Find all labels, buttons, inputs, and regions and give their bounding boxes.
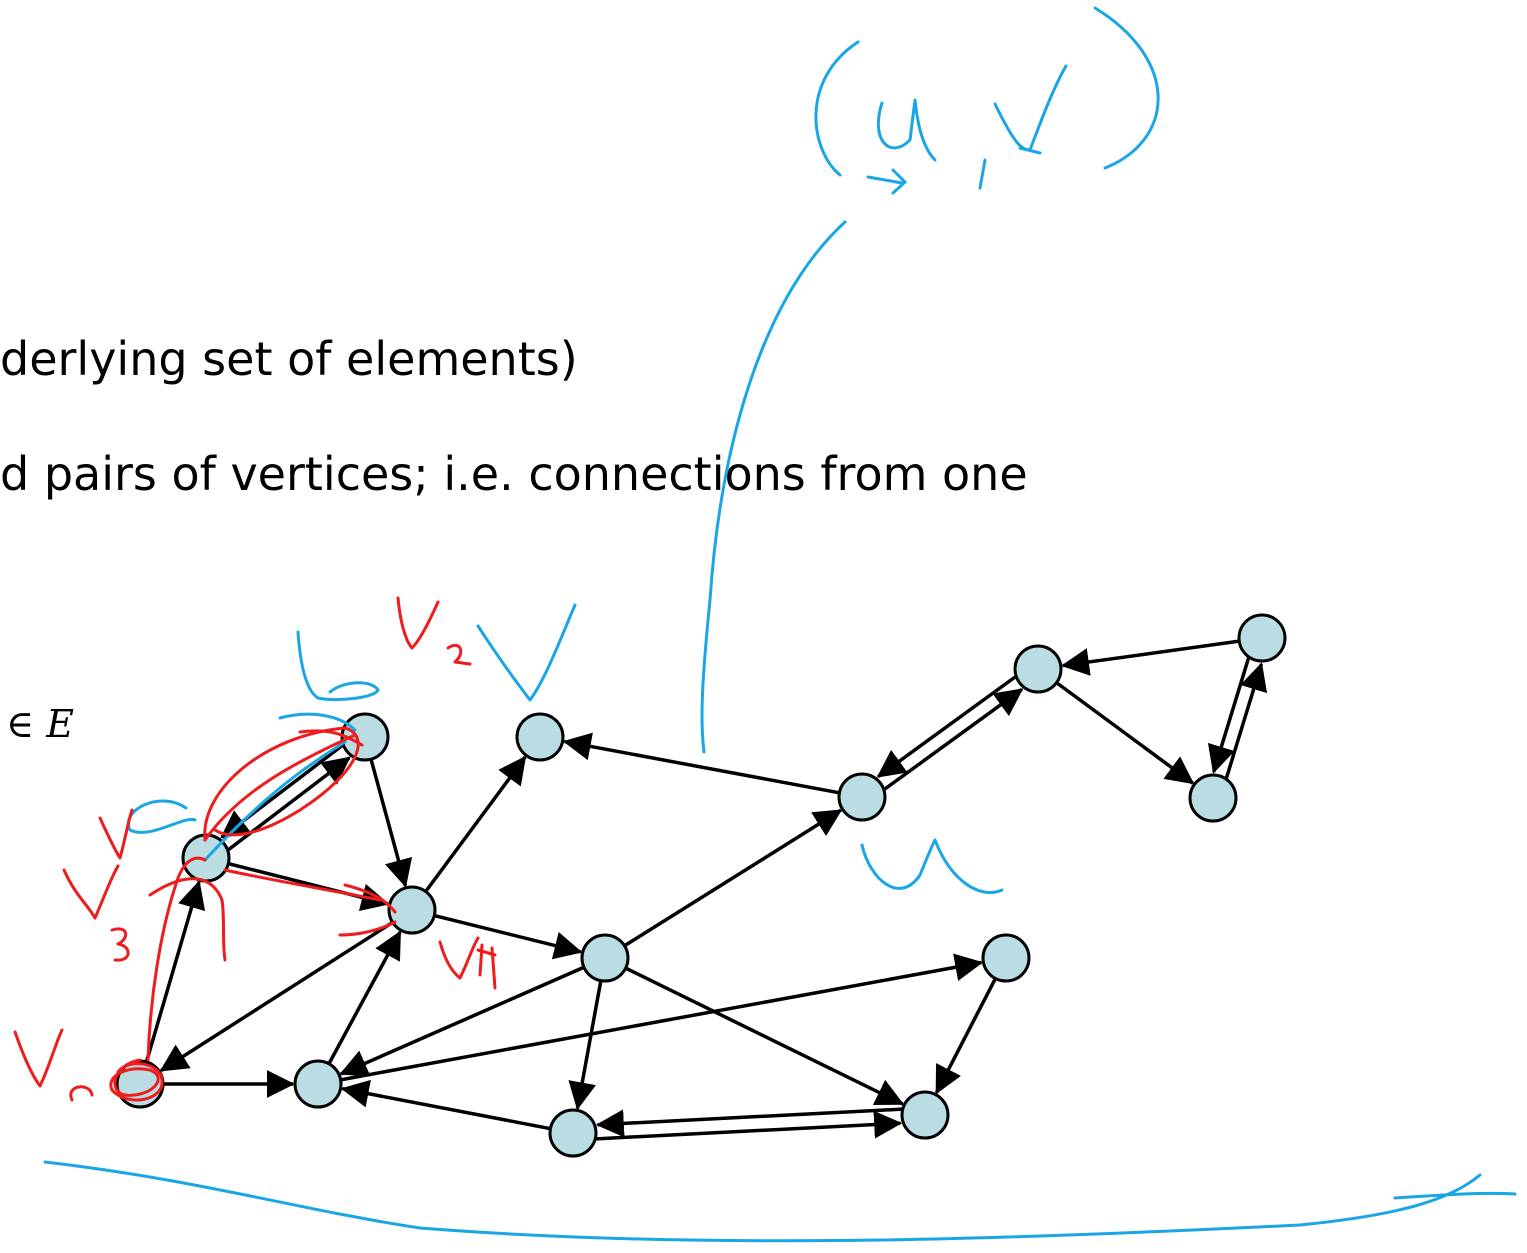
graph-edges bbox=[144, 639, 1268, 1141]
edge-d-b bbox=[424, 755, 527, 893]
red-ink-annotations bbox=[13, 596, 497, 1102]
vertex-l bbox=[293, 1059, 343, 1109]
ink-subscript-2 bbox=[446, 643, 472, 666]
element-of-symbol: ∈ bbox=[6, 702, 35, 746]
vertex-e bbox=[580, 933, 630, 983]
edge-membership-formula: ∈ E bbox=[6, 702, 74, 746]
blue-ink-annotations bbox=[43, 6, 1517, 1243]
ink-letter-v4 bbox=[438, 936, 480, 980]
edge-d-e bbox=[433, 913, 583, 960]
ink-scribble-v0 bbox=[109, 1058, 164, 1102]
edge-d-k bbox=[159, 920, 394, 1073]
ink-subscript-4 bbox=[476, 943, 497, 990]
vertex-f bbox=[837, 772, 887, 822]
vertex-d bbox=[387, 885, 437, 935]
edge-c-a bbox=[227, 756, 351, 852]
bullet-edges-text: d pairs of vertices; i.e. connections fr… bbox=[0, 447, 1028, 501]
vertex-n bbox=[900, 1090, 950, 1140]
vertex-a bbox=[340, 712, 390, 762]
vertex-b bbox=[515, 712, 565, 762]
ink-paren-close bbox=[1093, 6, 1160, 170]
edge-e-l bbox=[339, 965, 585, 1077]
ink-v-arrow bbox=[1018, 146, 1042, 155]
vertex-h bbox=[1237, 613, 1287, 663]
ink-loop-v2 bbox=[203, 726, 360, 842]
ink-paren-open bbox=[814, 40, 860, 177]
ink-subscript-0 bbox=[69, 1085, 94, 1102]
ink-u-arrow bbox=[866, 168, 907, 195]
vertex-g bbox=[1013, 644, 1063, 694]
edge-l-j bbox=[340, 953, 984, 1082]
ink-letter-v2 bbox=[396, 596, 440, 650]
vertex-j bbox=[981, 933, 1031, 983]
bullet-vertices-text: derlying set of elements) bbox=[0, 332, 578, 386]
edge-m-n bbox=[596, 1110, 903, 1141]
edge-g-i bbox=[1055, 681, 1195, 785]
edge-j-n bbox=[934, 977, 998, 1095]
edge-e-f bbox=[623, 808, 843, 948]
ink-letter-u-bottom bbox=[860, 838, 1004, 895]
ink-letter-v-top bbox=[476, 603, 577, 702]
edge-h-i bbox=[1207, 657, 1251, 774]
ink-underline-stroke bbox=[43, 1160, 1517, 1243]
edge-l-d bbox=[327, 930, 402, 1065]
edge-f-g bbox=[883, 687, 1024, 791]
edge-h-g bbox=[1061, 639, 1240, 676]
edge-g-f bbox=[876, 675, 1017, 779]
ink-scribble-v3 bbox=[148, 877, 227, 962]
edge-i-h bbox=[1224, 662, 1268, 779]
ink-letter-b bbox=[296, 630, 380, 702]
vertex-m bbox=[548, 1108, 598, 1158]
ink-letter-v-left bbox=[62, 864, 120, 920]
edge-a-d bbox=[369, 758, 413, 888]
edge-set-variable: E bbox=[46, 702, 74, 746]
vertex-i bbox=[1188, 773, 1238, 823]
ink-letter-u bbox=[876, 98, 937, 162]
ink-subscript-3 bbox=[110, 927, 130, 962]
edge-k-c bbox=[144, 880, 206, 1063]
ink-edge-highlight bbox=[203, 712, 357, 862]
edge-n-m bbox=[595, 1107, 902, 1138]
ink-letter-v0 bbox=[13, 1028, 64, 1088]
ink-comma bbox=[978, 158, 987, 190]
edge-f-b bbox=[562, 732, 840, 795]
edge-e-n bbox=[624, 966, 905, 1106]
edge-m-l bbox=[340, 1079, 551, 1131]
ink-letter-c bbox=[126, 799, 197, 834]
ink-path-v0-v3 bbox=[146, 856, 207, 1062]
edge-e-m bbox=[568, 980, 603, 1111]
ink-path-v3-v4 bbox=[223, 868, 397, 937]
ink-letter-v bbox=[993, 64, 1068, 152]
ink-letter-v3 bbox=[98, 808, 134, 860]
ink-pointer-line bbox=[700, 220, 847, 754]
